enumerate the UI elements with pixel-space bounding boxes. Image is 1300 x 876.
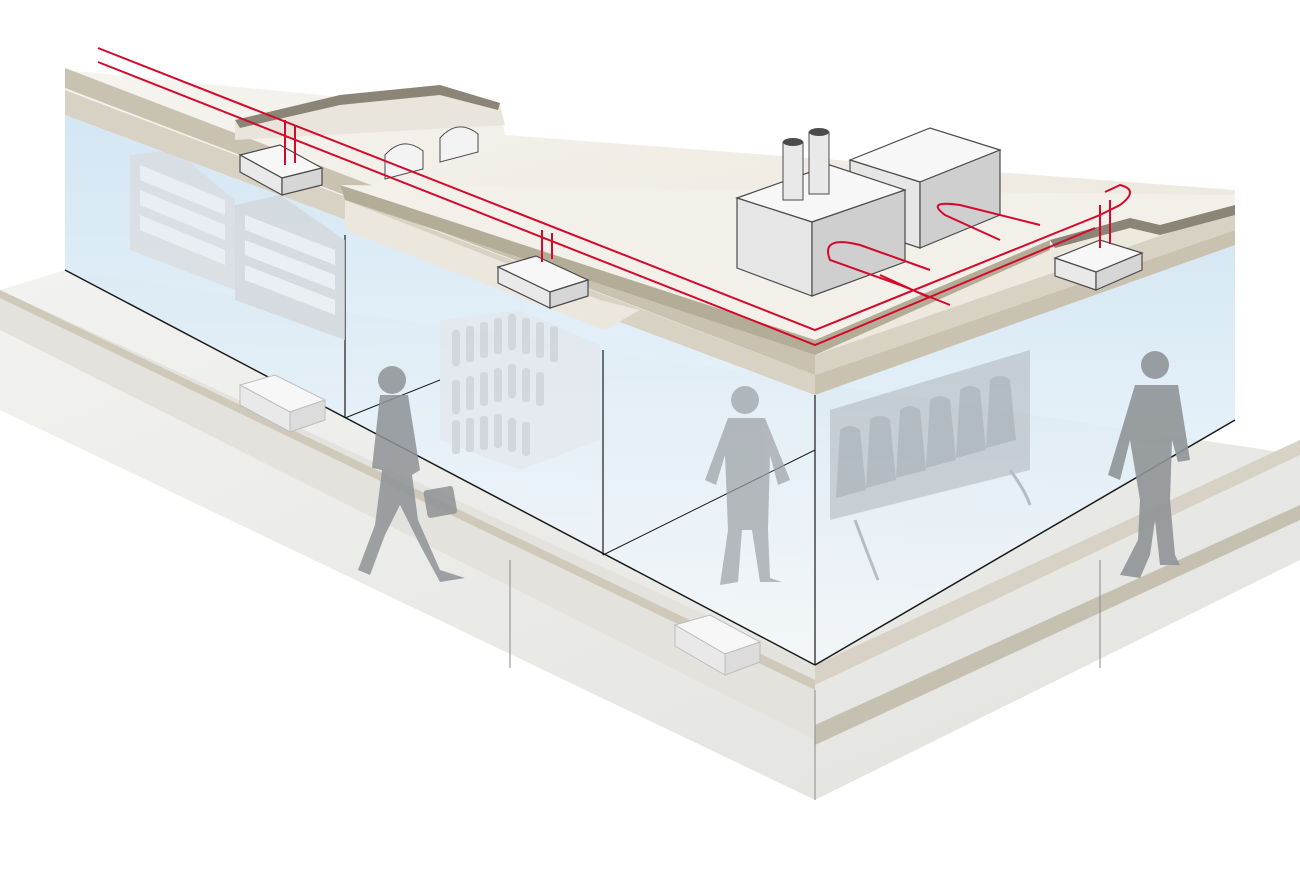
door-air-curtain-front [673,614,762,676]
rooftop-condenser-left [735,128,907,297]
person-man-walking [1108,351,1190,578]
duct-fans [384,126,479,180]
shelf-rack-2 [235,195,345,340]
ceiling-unit-right [1053,239,1144,291]
refrigerant-piping [97,47,1131,347]
ceiling-unit-center [496,255,590,309]
person-man-inside [705,386,790,585]
person-woman-with-bag [358,366,465,582]
bottle-display [440,310,600,470]
clothing-rack [830,350,1032,581]
ceiling-unit-left [238,144,324,197]
door-air-curtain-left [238,374,327,433]
shelf-rack-1 [130,150,235,290]
